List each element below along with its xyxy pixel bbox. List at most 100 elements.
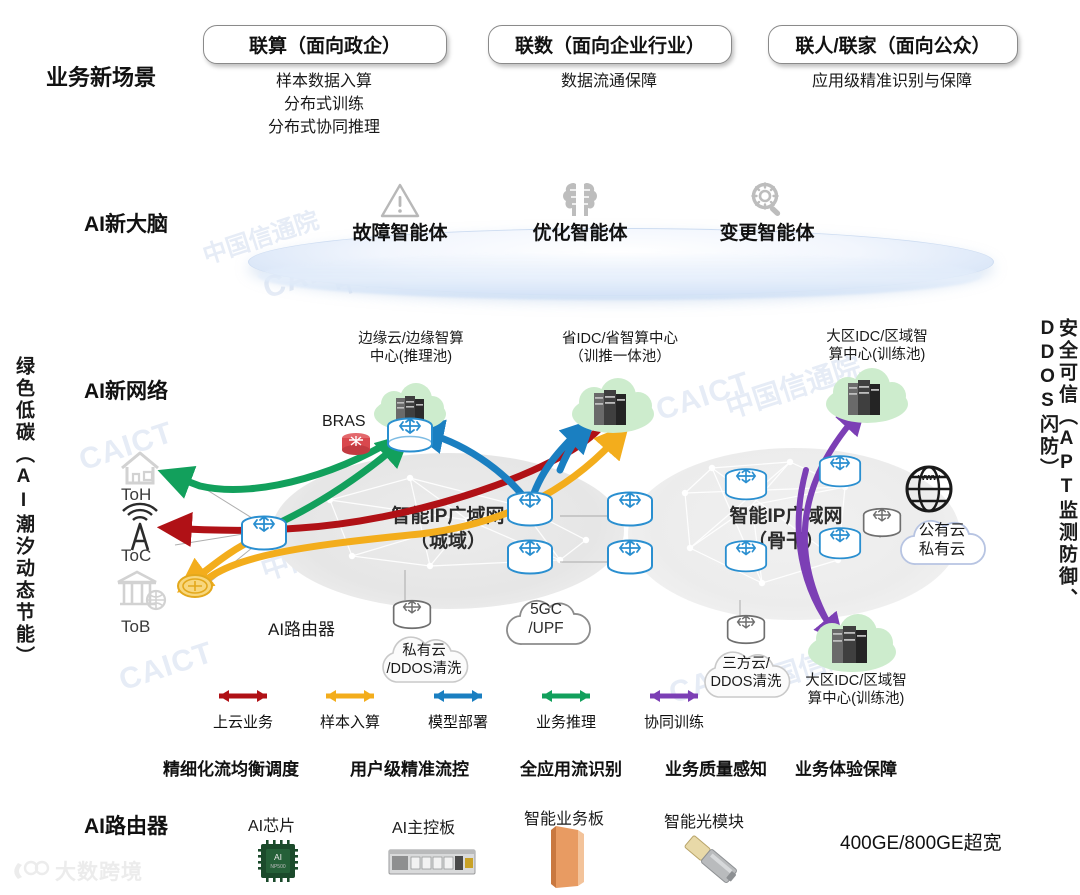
agent-label-1: 故障智能体: [352, 223, 448, 244]
scenario-desc-line: 数据流通保障: [560, 73, 657, 90]
scenario-title: 联算（面向政企）: [248, 36, 401, 57]
bandwidth-label: 400GE/800GE超宽: [840, 833, 1002, 854]
feature-label-0: 精细化流均衡调度: [163, 760, 299, 779]
scenario-box-3[interactable]: 联人/联家（面向公众）: [768, 25, 1018, 64]
scenario-title: 联人/联家（面向公众）: [795, 36, 991, 57]
scenario-desc-line: 分布式训练: [283, 96, 364, 114]
legend-arrow-icon: [650, 690, 698, 702]
brain-icon: [560, 178, 600, 225]
bras-router-icon[interactable]: [340, 432, 372, 465]
router-node[interactable]: [724, 540, 768, 583]
third-party-cloud-line: DDOS清洗: [710, 674, 782, 691]
third-party-cloud-ddos[interactable]: [694, 645, 798, 708]
feature-label-3: 业务质量感知: [665, 760, 767, 779]
row-label-network: AI新网络: [84, 380, 168, 403]
regional-dc-bottom-label: 大区IDC/区域智 算中心(训练池): [782, 672, 930, 708]
feature-label-2: 全应用流识别: [520, 760, 622, 779]
row-label-scenarios: 业务新场景: [46, 65, 157, 90]
backbone-network-blob: [628, 448, 960, 620]
cloud-5gc-upf-line: 5GC: [530, 601, 562, 618]
scenario-desc-1: 样本数据入算 分布式训练 分布式协同推理: [203, 70, 445, 140]
public-private-cloud-line: 公有云: [918, 522, 966, 539]
scenario-desc-line: 分布式协同推理: [267, 119, 380, 137]
regional-dc-node-top[interactable]: [824, 368, 910, 431]
legend-item-1: 样本入算: [300, 688, 400, 732]
edge-dc-label-line: 中心(推理池): [369, 349, 453, 366]
client-label-toc: ToC: [121, 546, 152, 565]
router-node[interactable]: [240, 515, 288, 561]
legend-item-2: 模型部署: [408, 688, 508, 732]
bank-icon: [112, 568, 170, 617]
brand-watermark-text: 大数跨境: [55, 861, 143, 884]
mainboard-icon: [388, 846, 476, 883]
legend-label: 模型部署: [427, 714, 488, 731]
hardware-label-mainboard: AI主控板: [392, 820, 456, 837]
hardware-label-chip: AI芯片: [248, 818, 296, 835]
line-card-icon: [548, 824, 588, 895]
router-node[interactable]: [606, 491, 654, 537]
agent-label-3: 变更智能体: [719, 223, 815, 244]
router-node-grey[interactable]: [862, 507, 902, 547]
regional-dc-top-label: 大区IDC/区域智 算中心(训练池): [806, 328, 948, 364]
legend-arrow-icon: [434, 690, 482, 702]
svg-text:AI: AI: [274, 852, 282, 862]
brain-platform-disc-shadow: [258, 252, 982, 300]
province-dc-node[interactable]: [570, 378, 656, 441]
globe-www-icon: www: [904, 464, 954, 519]
private-cloud-ddos-label: 私有云 /DDOS清洗: [372, 642, 476, 678]
hardware-label-linecard: 智能业务板: [524, 811, 605, 828]
router-node[interactable]: [506, 539, 554, 585]
router-node[interactable]: [818, 527, 862, 570]
cloud-5gc-upf-line: /UPF: [528, 620, 564, 638]
regional-dc-bottom-label-line: 大区IDC/区域智: [805, 673, 907, 689]
scenario-box-2[interactable]: 联数（面向企业行业）: [488, 25, 732, 64]
private-cloud-ddos[interactable]: [372, 630, 476, 693]
bras-label: BRAS: [322, 413, 366, 430]
legend-arrow-icon: [219, 690, 267, 702]
router-node-grey[interactable]: [392, 599, 432, 639]
antenna-icon: [112, 502, 168, 559]
router-node[interactable]: [386, 417, 434, 463]
legend-item-0: 上云业务: [193, 688, 293, 732]
legend-arrow-icon: [542, 690, 590, 702]
side-label-left: 绿色低碳（AI潮汐动态节能）: [13, 356, 34, 668]
feature-label-4: 业务体验保障: [795, 760, 897, 779]
hardware-label-optical: 智能光模块: [664, 814, 745, 831]
coin-icon: [176, 572, 214, 605]
router-node-grey[interactable]: [726, 614, 766, 654]
router-node[interactable]: [506, 491, 554, 537]
legend-label: 样本入算: [319, 714, 380, 731]
legend-item-4: 协同训练: [624, 688, 724, 732]
legend-item-3: 业务推理: [516, 688, 616, 732]
province-dc-label-line: 省IDC/省智算中心: [562, 331, 678, 347]
brand-logo-icon: [14, 860, 50, 879]
scenario-desc-3: 应用级精准识别与保障: [768, 70, 1016, 93]
router-node[interactable]: [724, 468, 768, 511]
edge-dc-label: 边缘云/边缘智算 中心(推理池): [328, 330, 494, 366]
cloud-5gc-upf-label: 5GC /UPF: [500, 600, 592, 639]
home-icon: [116, 448, 164, 491]
svg-text:www: www: [917, 472, 941, 483]
province-dc-label-line: （训推一体池）: [569, 349, 671, 366]
scenario-desc-line: 样本数据入算: [275, 73, 372, 90]
legend-arrow-icon: [326, 690, 374, 702]
scenario-title: 联数（面向企业行业）: [514, 36, 705, 57]
router-node[interactable]: [818, 455, 862, 498]
backbone-network-title-line: 智能IP广域网: [729, 506, 843, 527]
feature-label-1: 用户级精准流控: [350, 760, 469, 779]
router-node[interactable]: [606, 539, 654, 585]
scenario-box-1[interactable]: 联算（面向政企）: [203, 25, 447, 64]
magnifier-gear-icon: [748, 180, 788, 225]
edge-dc-label-line: 边缘云/边缘智算: [358, 331, 464, 347]
public-private-cloud[interactable]: [894, 512, 990, 575]
regional-dc-node-bottom[interactable]: [806, 614, 898, 679]
third-party-cloud-label: 三方云/ DDOS清洗: [694, 655, 798, 691]
province-dc-label: 省IDC/省智算中心 （训推一体池）: [532, 330, 708, 366]
cloud-5gc-upf[interactable]: [500, 588, 592, 655]
client-label-tob: ToB: [121, 617, 151, 636]
side-label-right: 安全可信（APT监测防御、DDOS闪防）: [1037, 318, 1077, 610]
optical-module-icon: [678, 832, 744, 893]
row-label-router: AI路由器: [84, 815, 168, 838]
row-label-brain: AI新大脑: [84, 213, 168, 236]
